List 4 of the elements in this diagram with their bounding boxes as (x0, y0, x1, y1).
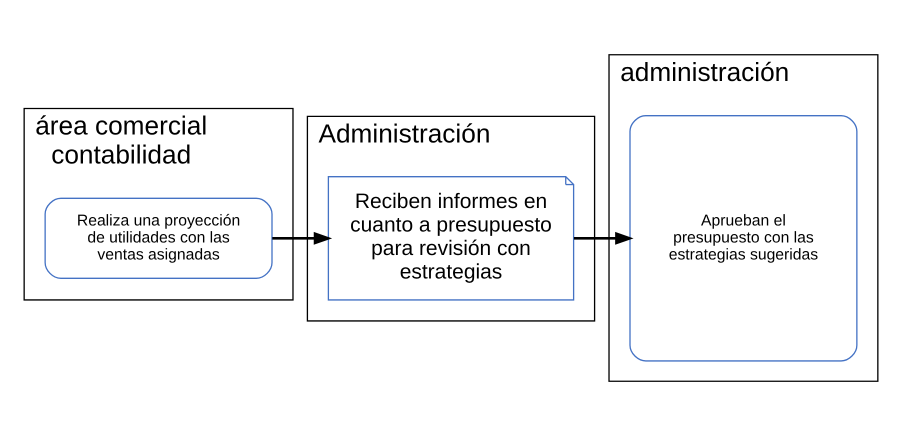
arrow (574, 232, 634, 245)
arrow (272, 232, 332, 245)
node-box: Realiza una proyección de utilidades con las ventas asignadas (44, 198, 273, 279)
node-box: Aprueban el presupuesto con las estrategias sugeridas (629, 115, 858, 362)
